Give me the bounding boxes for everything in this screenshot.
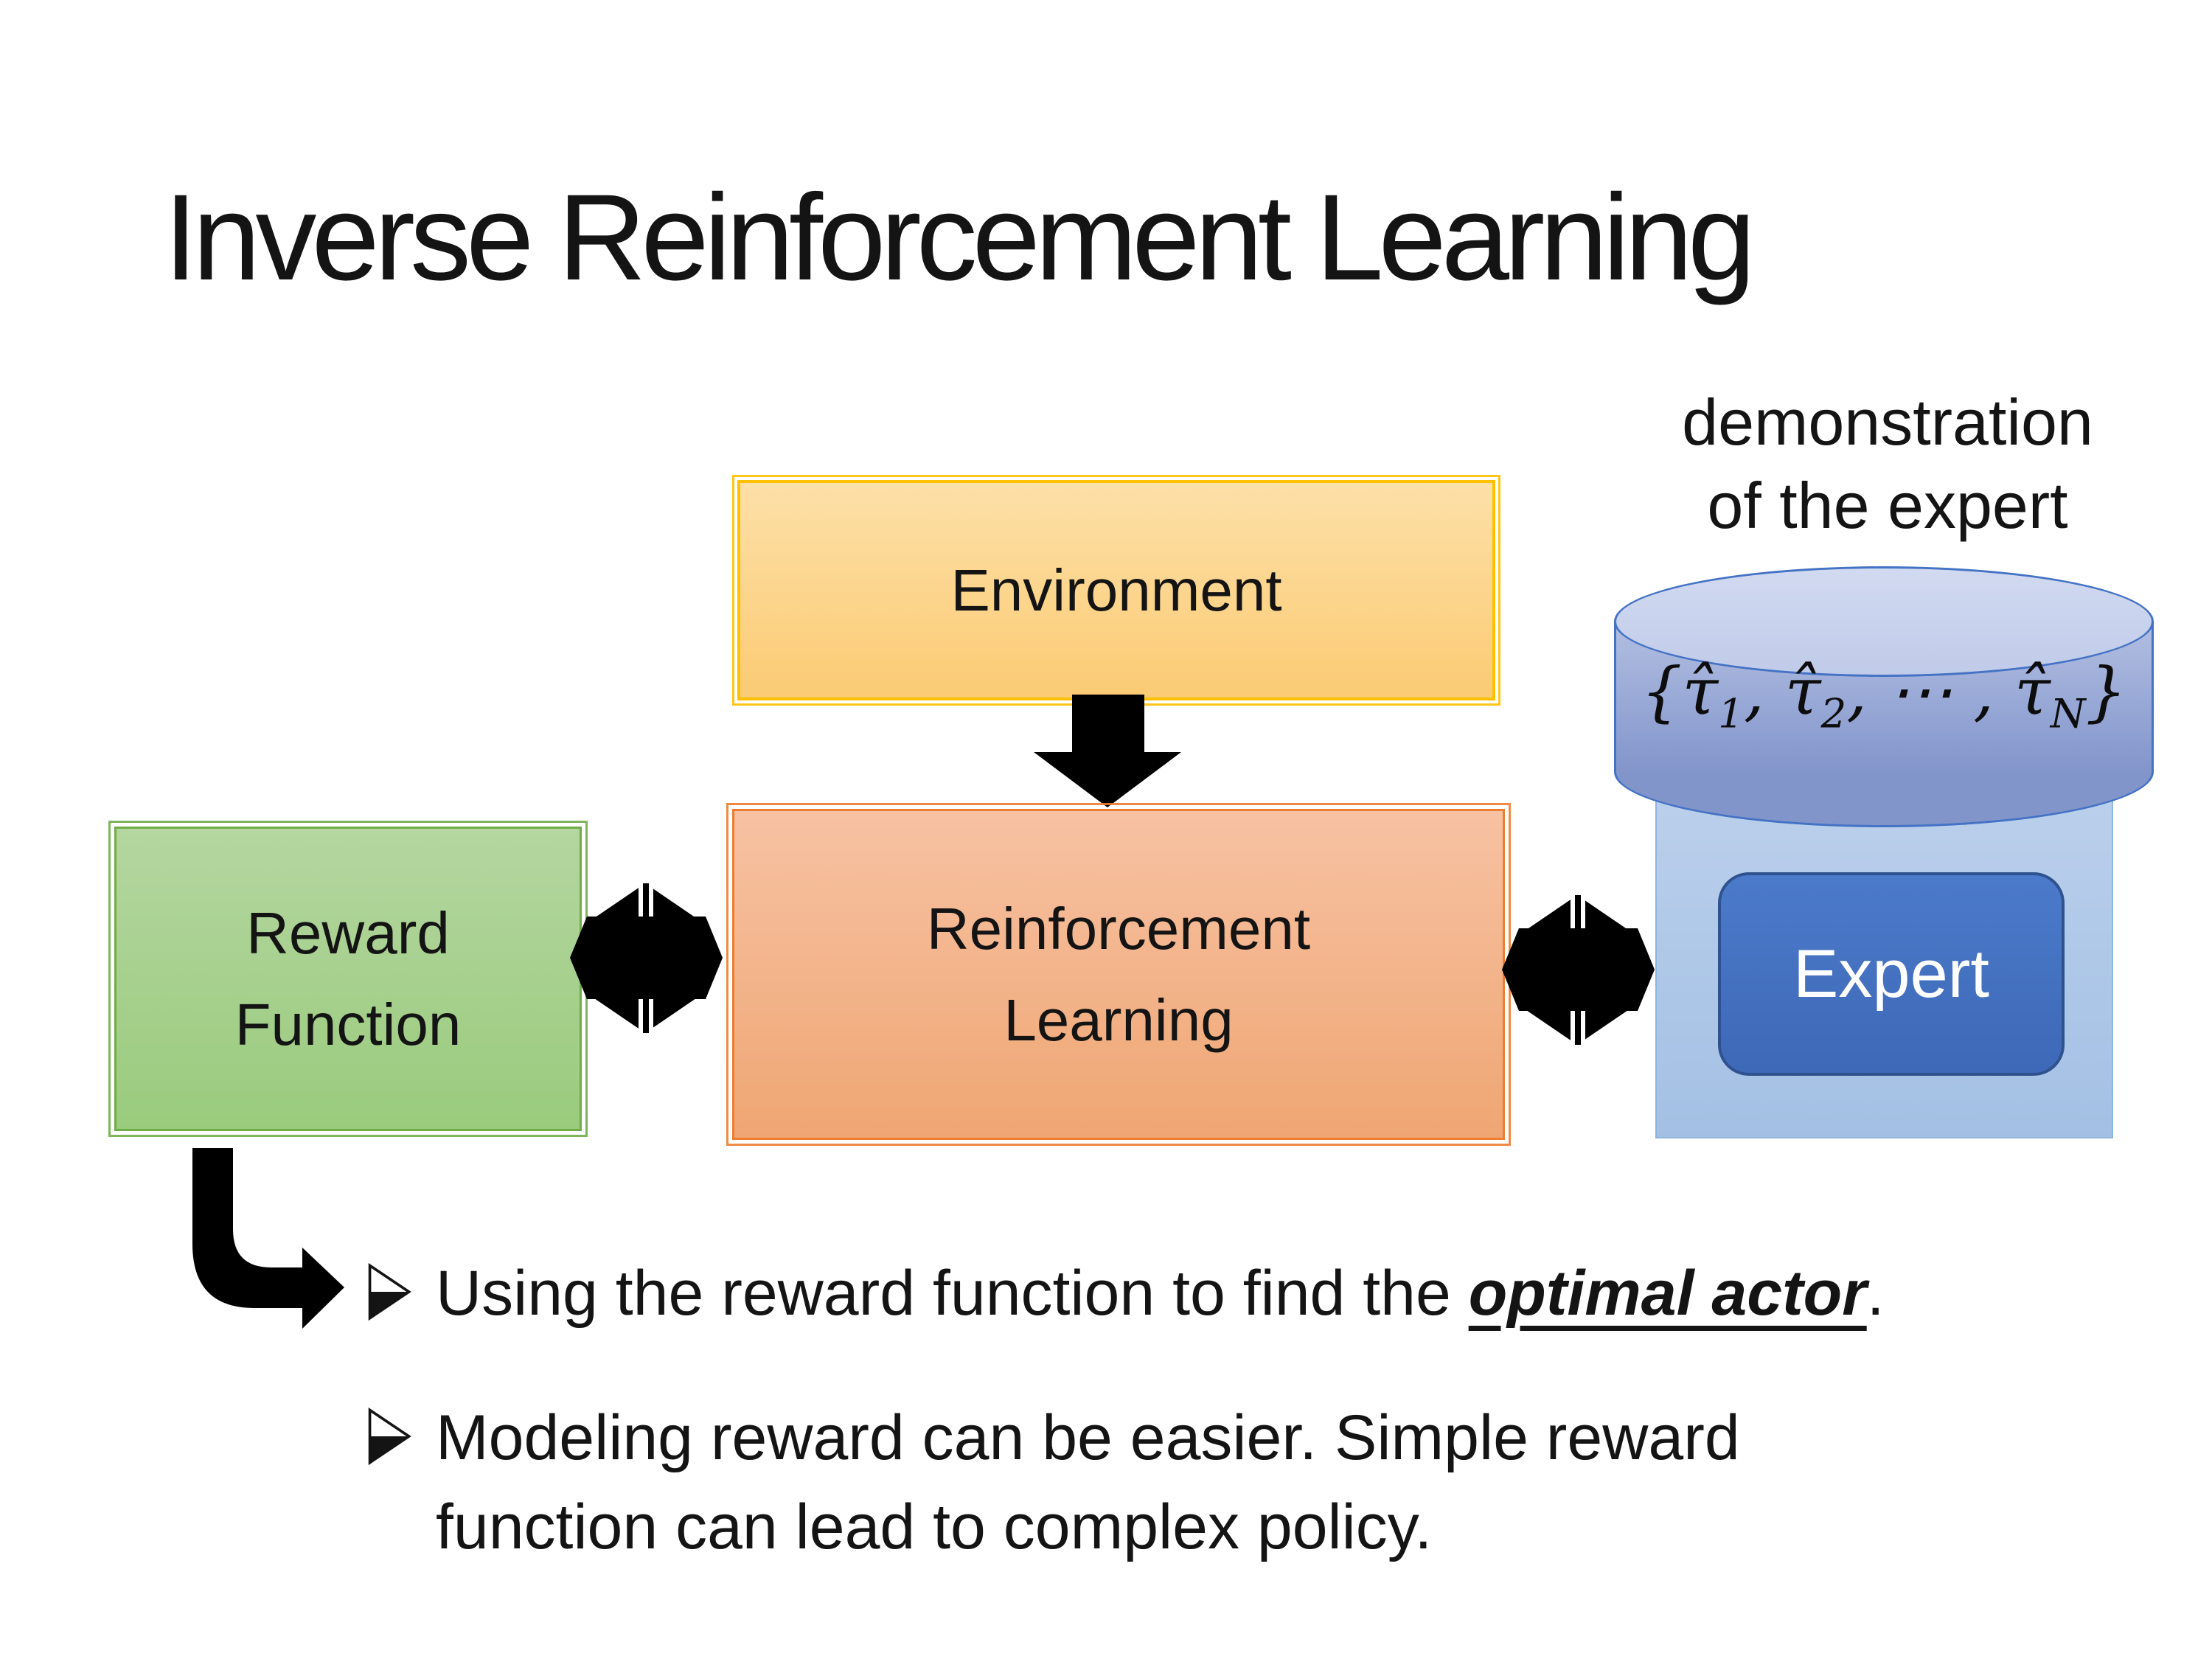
bullet-item-modeling-reward: Modeling reward can be easier. Simple re… <box>366 1394 1740 1572</box>
exchange-arrow-right-icon <box>1502 894 1655 1046</box>
environment-box: Environment <box>732 475 1500 706</box>
trajectory-set-formula: {τ̂1, τ̂2, ⋯ , τ̂N} <box>1641 653 2127 737</box>
bent-arrow-icon <box>192 1148 344 1329</box>
demonstration-label: demonstration of the expert <box>1607 380 2168 547</box>
page-title: Inverse Reinforcement Learning <box>164 170 1756 306</box>
arrowhead-bullet-icon <box>368 1407 411 1466</box>
expert-panel: Expert <box>1655 785 2113 1138</box>
bullet-text: Using the reward function to find the op… <box>436 1258 1885 1329</box>
reward-function-label-line2: Function <box>234 991 462 1057</box>
exchange-arrow-left-icon <box>570 882 723 1034</box>
bullet-text: Modeling reward can be easier. Simple re… <box>436 1402 1740 1562</box>
cylinder-lid <box>1614 566 2154 677</box>
reward-function-box: Reward Function <box>108 821 588 1137</box>
expert-box: Expert <box>1718 872 2065 1076</box>
reinforcement-learning-box: Reinforcement Learning <box>726 803 1511 1146</box>
environment-label: Environment <box>950 557 1282 623</box>
bullet-item-optimal-actor: Using the reward function to find the op… <box>366 1249 1885 1338</box>
demonstration-database-cylinder: {τ̂1, τ̂2, ⋯ , τ̂N} <box>1614 566 2154 827</box>
reward-function-label-line1: Reward <box>246 900 450 966</box>
optimal-actor-emphasis: optimal actor <box>1468 1258 1867 1329</box>
demonstration-label-line1: demonstration <box>1682 386 2093 459</box>
expert-label: Expert <box>1793 936 1989 1012</box>
down-arrow-icon <box>1034 695 1181 807</box>
reinforcement-learning-label-line1: Reinforcement <box>926 895 1311 961</box>
arrowhead-bullet-icon <box>368 1262 411 1321</box>
demonstration-label-line2: of the expert <box>1707 469 2068 542</box>
reinforcement-learning-label-line2: Learning <box>1004 987 1234 1053</box>
